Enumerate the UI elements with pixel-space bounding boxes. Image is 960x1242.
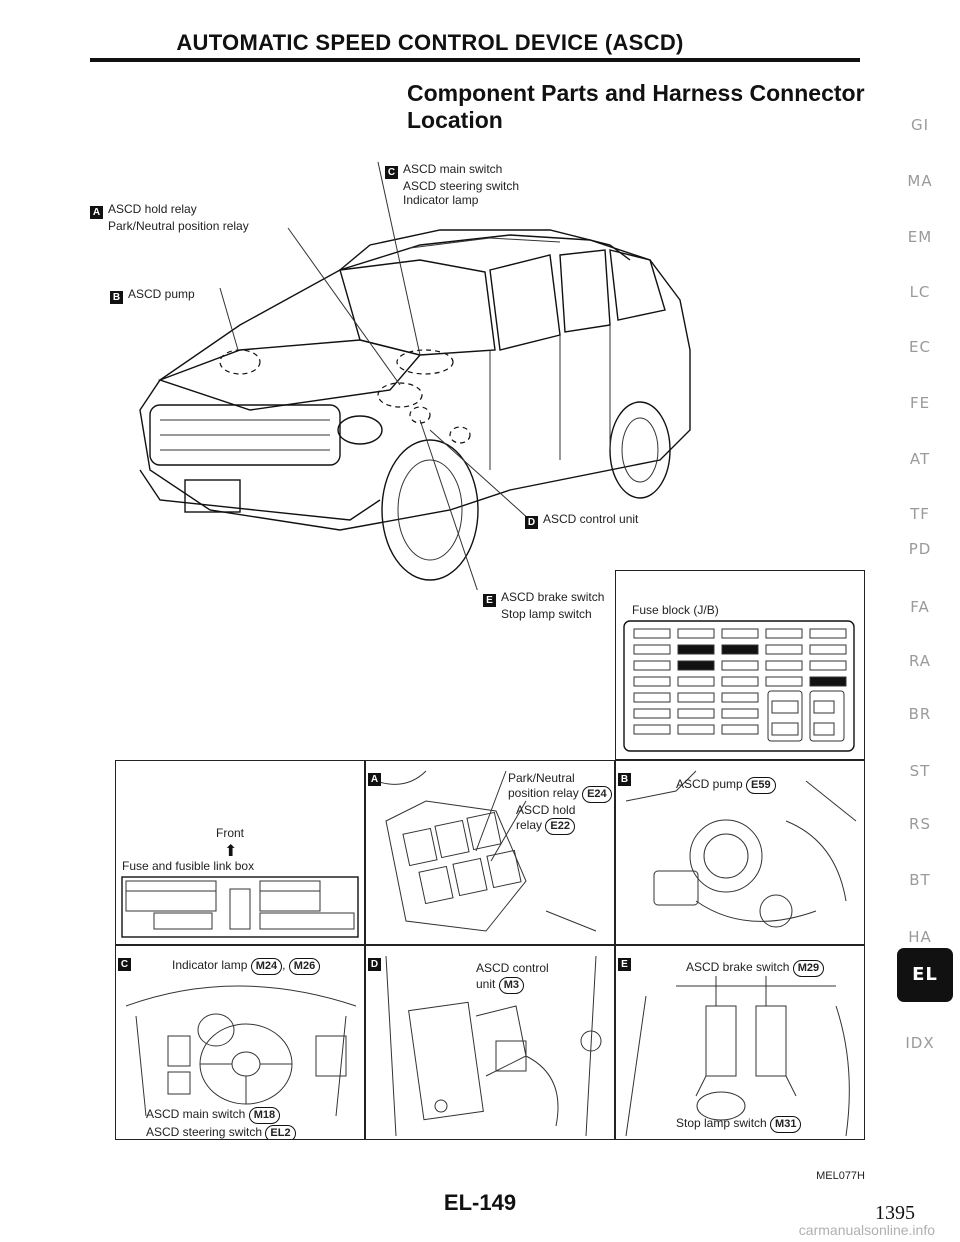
side-tab-br[interactable]: BR (908, 705, 932, 723)
side-tab-fe[interactable]: FE (909, 394, 931, 412)
detail-b-badge: B (618, 773, 631, 786)
connector-m31: M31 (770, 1116, 802, 1133)
connector-el2: EL2 (265, 1125, 296, 1139)
side-tab-ra[interactable]: RA (908, 652, 932, 670)
connector-e24: E24 (582, 786, 612, 803)
callout-b-badge: B (110, 291, 123, 304)
side-tab-ec[interactable]: EC (909, 338, 931, 356)
side-tab-em[interactable]: EM (907, 228, 933, 246)
side-tab-tf[interactable]: TF (910, 505, 930, 523)
detail-d-panel: D ASCD control unit M3 (365, 945, 615, 1140)
detail-c-panel: C Indicator lamp M24, M26 ASCD main swit… (115, 945, 365, 1140)
side-tab-at[interactable]: AT (909, 450, 931, 468)
page-code: EL-149 (443, 1190, 517, 1215)
detail-e-panel: E ASCD brake switch M29 Stop lamp switch… (615, 945, 865, 1140)
side-tab-idx[interactable]: IDX (905, 1034, 935, 1052)
side-tab-lc[interactable]: LC (909, 283, 931, 301)
vehicle-illustration (139, 161, 691, 590)
figure-code: MEL077H (816, 1170, 865, 1182)
detail-d-labels: ASCD control unit M3 (476, 960, 549, 994)
front-label: Front (216, 826, 245, 840)
fuse-link-box-diagram (121, 876, 359, 938)
detail-c-indicator-label: Indicator lamp M24, M26 (172, 958, 321, 975)
page-title: AUTOMATIC SPEED CONTROL DEVICE (ASCD) (176, 30, 684, 55)
detail-a-badge: A (368, 773, 381, 786)
detail-c-illustration (125, 985, 357, 1117)
side-tab-fa[interactable]: FA (910, 598, 930, 616)
side-tab-pd[interactable]: PD (908, 540, 932, 558)
watermark-text: carmanualsonline.info (798, 1222, 935, 1238)
title-rule (90, 58, 860, 62)
connector-m18: M18 (248, 1107, 281, 1124)
detail-e-brake-label: ASCD brake switch M29 (686, 960, 825, 977)
callout-c-badge: C (385, 166, 398, 179)
callout-d-badge: D (525, 516, 538, 529)
connector-m26: M26 (288, 958, 321, 975)
detail-e-badge: E (618, 958, 631, 971)
side-tab-rs[interactable]: RS (909, 815, 931, 833)
detail-c-badge: C (118, 958, 131, 971)
front-arrow-icon: ⬆ (224, 843, 238, 860)
side-tab-ma[interactable]: MA (907, 172, 933, 190)
detail-b-panel: B ASCD pump E59 (615, 760, 865, 945)
side-tab-st[interactable]: ST (909, 762, 931, 780)
side-tab-bt[interactable]: BT (909, 871, 931, 889)
connector-m3: M3 (498, 977, 524, 994)
section-heading: Component Parts and Harness Connector Lo… (407, 80, 865, 133)
connector-m29: M29 (792, 960, 825, 977)
detail-e-stop-label: Stop lamp switch M31 (676, 1116, 802, 1133)
side-tab-el-active[interactable]: EL (897, 948, 953, 1002)
detail-b-labels: ASCD pump E59 (676, 777, 776, 794)
detail-c-switch-labels: ASCD main switch M18 ASCD steering switc… (146, 1106, 296, 1139)
callout-e-badge: E (483, 594, 496, 607)
detail-a-panel: A Park/Neutral position relay E24 ASCD h… (365, 760, 615, 945)
side-tab-ha[interactable]: HA (908, 928, 932, 946)
connector-m24: M24 (250, 958, 283, 975)
fuse-block-diagram (623, 620, 855, 752)
fuse-link-box-panel: Front ⬆ Fuse and fusible link box (115, 760, 365, 945)
page-number: 1395 (875, 1202, 915, 1224)
fuse-link-box-title: Fuse and fusible link box (122, 859, 255, 873)
detail-b-illustration (625, 770, 857, 928)
fuse-block-title: Fuse block (J/B) (632, 603, 719, 617)
connector-e22: E22 (545, 818, 575, 835)
connector-e59: E59 (746, 777, 776, 794)
detail-d-illustration (385, 955, 602, 1137)
fuse-block-panel: Fuse block (J/B) (615, 570, 865, 760)
detail-a-labels: Park/Neutral position relay E24 ASCD hol… (508, 771, 612, 835)
side-tab-gi[interactable]: GI (910, 116, 930, 134)
detail-d-badge: D (368, 958, 381, 971)
detail-e-illustration (625, 976, 850, 1137)
callout-a-badge: A (90, 206, 103, 219)
